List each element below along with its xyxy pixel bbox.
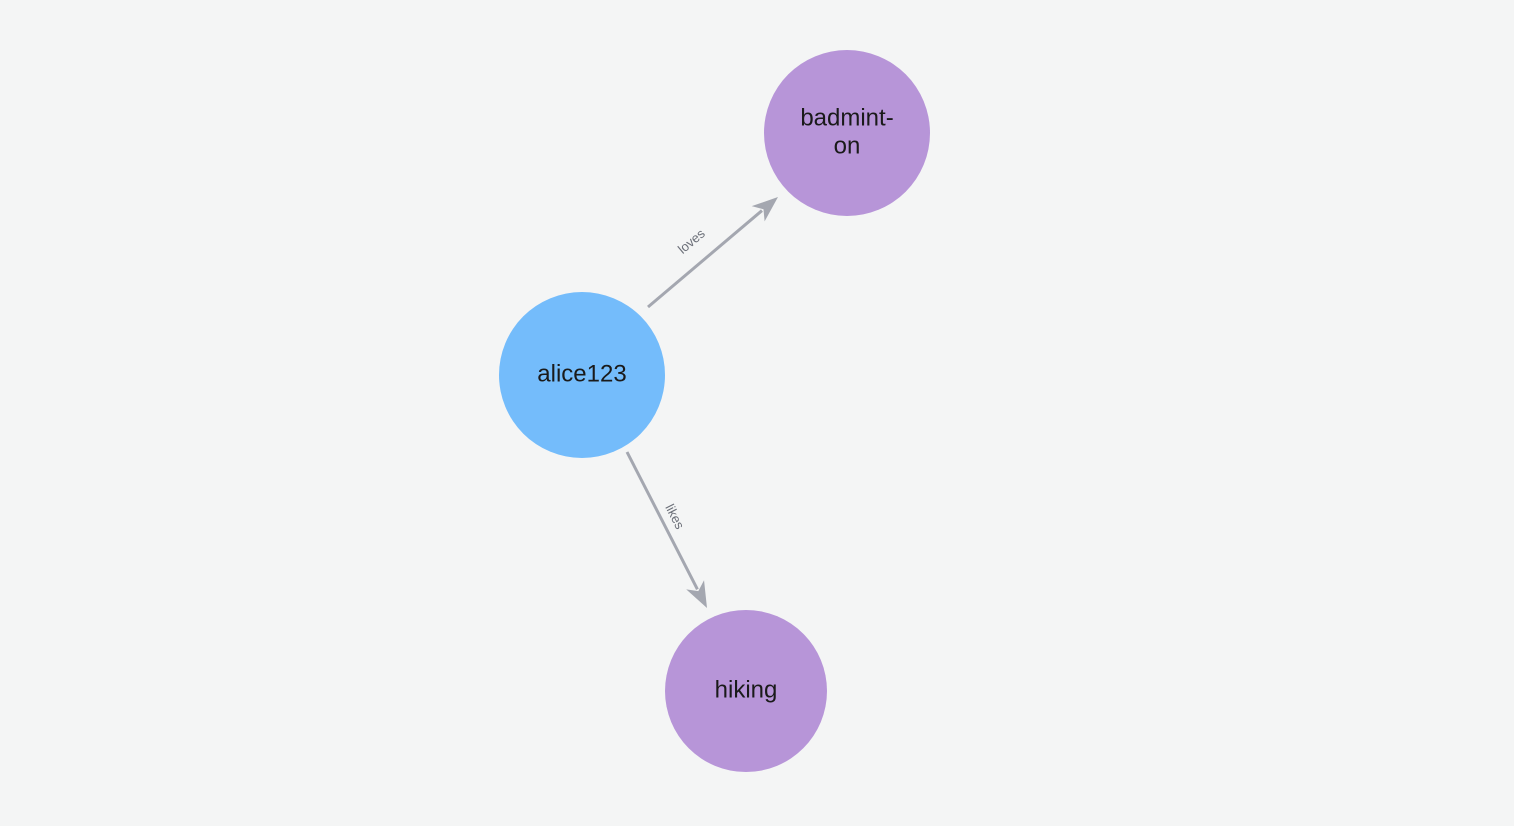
nodes-layer: alice123 badmint-on hiking	[499, 50, 930, 772]
graph-node-badminton[interactable]: badmint-on	[764, 50, 930, 216]
edge-line	[647, 209, 763, 309]
edge-line	[625, 451, 699, 590]
graph-node-hiking[interactable]: hiking	[665, 610, 827, 772]
node-circle[interactable]	[665, 610, 827, 772]
edge-arrowhead	[751, 197, 778, 222]
graph-node-alice123[interactable]: alice123	[499, 292, 665, 458]
graph-edge[interactable]: loves	[647, 197, 778, 309]
node-circle[interactable]	[764, 50, 930, 216]
edge-label: loves	[675, 225, 708, 256]
graph-edge[interactable]: likes	[625, 451, 707, 608]
node-circle[interactable]	[499, 292, 665, 458]
edge-arrowhead	[686, 580, 707, 608]
